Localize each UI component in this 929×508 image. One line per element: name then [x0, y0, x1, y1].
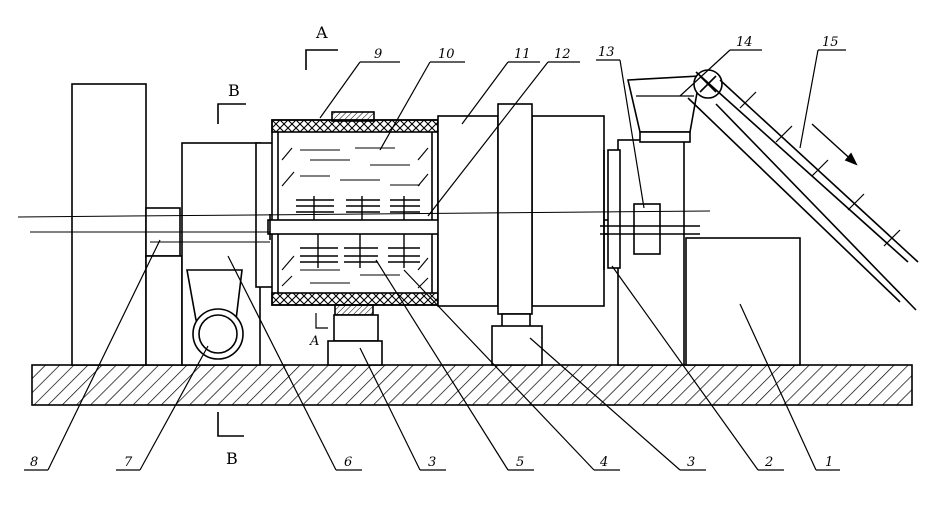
feed-hopper-14	[627, 75, 701, 143]
section-label-a-small: A	[309, 334, 319, 349]
paddle-lower-1	[300, 234, 338, 268]
part-label-3-left: 3	[428, 455, 436, 470]
outlet-hopper-7	[186, 269, 244, 360]
left-tall-column	[71, 83, 147, 366]
part-label-12: 12	[554, 47, 571, 62]
part-label-2: 2	[764, 455, 773, 470]
part-label-3-right: 3	[687, 455, 695, 470]
main-drum-10	[271, 111, 439, 306]
motor-block-1	[685, 237, 801, 366]
duct-housing-6	[181, 142, 275, 366]
part-label-9: 9	[374, 47, 382, 62]
drum-support-3-left	[315, 304, 383, 366]
center-axis-line	[17, 210, 711, 243]
part-label-10: 10	[438, 47, 455, 62]
section-label-a-top: A	[315, 23, 328, 42]
part-label-8: 8	[30, 455, 38, 470]
section-mark-b-top	[217, 103, 246, 124]
part-label-1: 1	[825, 455, 833, 470]
drum-body-11	[437, 115, 605, 307]
section-mark-b-bottom	[217, 412, 244, 437]
leader-lines	[24, 49, 846, 471]
paddle-upper-2	[346, 196, 380, 220]
paddle-upper-3	[390, 196, 420, 220]
paddle-upper-1	[296, 196, 334, 220]
part-label-4: 4	[599, 455, 608, 470]
part-label-6: 6	[344, 455, 352, 470]
part-label-15: 15	[822, 35, 839, 50]
paddle-lower-3	[388, 234, 420, 268]
part-label-14: 14	[736, 35, 753, 50]
section-label-b-bottom: B	[226, 449, 238, 468]
conveyor-15	[687, 69, 919, 311]
part-label-11: 11	[514, 47, 531, 62]
coupling-13	[600, 203, 700, 255]
part-label-13: 13	[598, 45, 615, 60]
part-label-5: 5	[516, 455, 524, 470]
part-label-7: 7	[124, 455, 133, 470]
section-label-b-top: B	[228, 81, 240, 100]
paddle-lower-2	[344, 234, 378, 268]
paddles	[296, 196, 420, 268]
section-mark-a-top	[305, 49, 338, 70]
riding-ring-4	[491, 103, 543, 366]
ground-base	[31, 364, 913, 406]
